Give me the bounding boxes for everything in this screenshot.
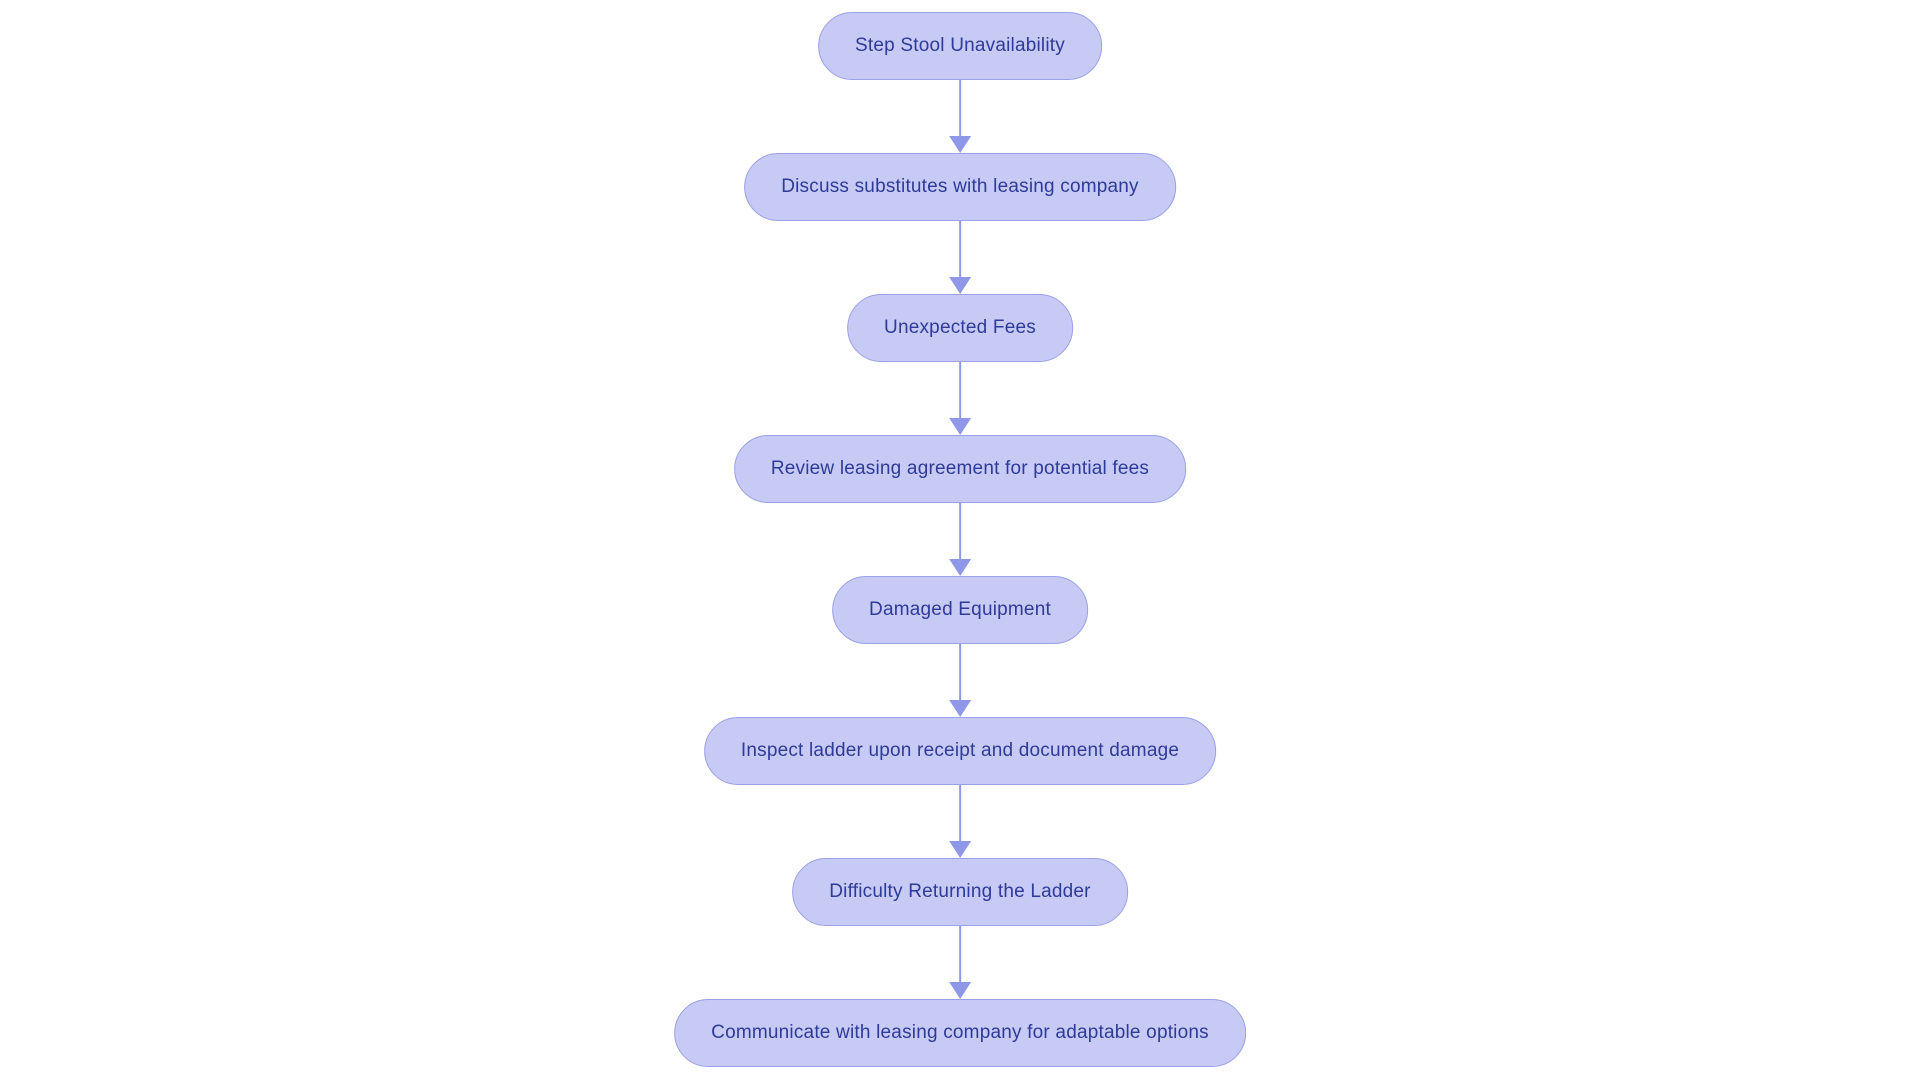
arrow-line (959, 362, 961, 418)
flow-node-review-leasing-agreement: Review leasing agreement for potential f… (733, 435, 1187, 503)
flow-node-step-stool-unavailability: Step Stool Unavailability (818, 12, 1102, 80)
arrow-line (959, 785, 961, 841)
connector-arrow-5 (949, 644, 971, 717)
arrow-head-down-icon (949, 559, 971, 576)
flow-node-difficulty-returning-ladder: Difficulty Returning the Ladder (792, 858, 1128, 926)
flow-node-damaged-equipment: Damaged Equipment (832, 576, 1088, 644)
arrow-line (959, 80, 961, 136)
arrow-head-down-icon (949, 982, 971, 999)
connector-arrow-7 (949, 926, 971, 999)
arrow-line (959, 644, 961, 700)
arrow-head-down-icon (949, 700, 971, 717)
connector-arrow-4 (949, 503, 971, 576)
arrow-line (959, 221, 961, 277)
connector-arrow-3 (949, 362, 971, 435)
flowchart: Step Stool Unavailability Discuss substi… (674, 12, 1246, 1067)
connector-arrow-6 (949, 785, 971, 858)
flow-node-inspect-ladder: Inspect ladder upon receipt and document… (703, 717, 1217, 785)
arrow-head-down-icon (949, 277, 971, 294)
flow-node-unexpected-fees: Unexpected Fees (847, 294, 1073, 362)
connector-arrow-1 (949, 80, 971, 153)
arrow-line (959, 503, 961, 559)
arrow-head-down-icon (949, 136, 971, 153)
arrow-head-down-icon (949, 841, 971, 858)
connector-arrow-2 (949, 221, 971, 294)
flow-node-discuss-substitutes: Discuss substitutes with leasing company (744, 153, 1176, 221)
flow-node-communicate-adaptable-options: Communicate with leasing company for ada… (674, 999, 1246, 1067)
arrow-line (959, 926, 961, 982)
arrow-head-down-icon (949, 418, 971, 435)
